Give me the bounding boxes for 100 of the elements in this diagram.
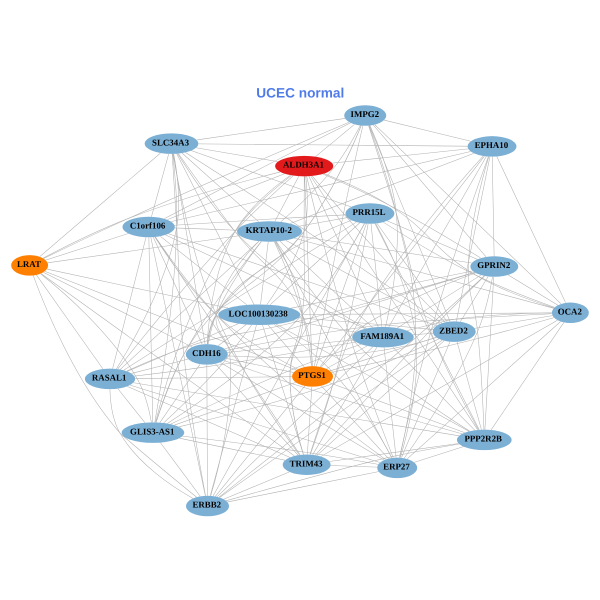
connector [47, 234, 240, 263]
connector [117, 174, 294, 369]
connector [274, 324, 392, 458]
connector [156, 240, 262, 422]
connector [330, 336, 437, 371]
connector [40, 272, 295, 456]
connector [386, 220, 478, 259]
connector [156, 124, 362, 422]
node-ellipse: GLIS3-AS1 [122, 422, 184, 442]
connector [315, 275, 485, 455]
connector [133, 382, 460, 436]
connector [290, 270, 473, 308]
connector [316, 340, 444, 456]
connector [399, 156, 489, 458]
connector [274, 240, 392, 458]
node-ellipse: OCA2 [552, 302, 589, 323]
connector [167, 222, 365, 424]
connector [172, 153, 206, 496]
connector [308, 175, 379, 327]
connector [414, 446, 464, 462]
connector [226, 443, 460, 501]
connector [177, 152, 367, 328]
node-ellipse: IMPG2 [344, 104, 386, 126]
connector [460, 276, 488, 322]
connector [226, 358, 294, 372]
connector [370, 223, 382, 326]
connector [174, 227, 238, 230]
connector [179, 437, 286, 460]
node-ellipse: LRAT [11, 254, 48, 276]
connector [375, 222, 418, 458]
connector [492, 156, 494, 256]
connector [210, 324, 257, 496]
connector [368, 124, 416, 458]
connector [220, 362, 384, 460]
connector [322, 173, 481, 258]
connector [226, 312, 552, 350]
connector [164, 122, 351, 218]
connector [298, 235, 472, 263]
connector [274, 240, 312, 366]
connector [330, 464, 378, 467]
node-ellipse: RASAL1 [84, 368, 136, 389]
connector [42, 171, 281, 258]
connector [170, 150, 471, 222]
connector [182, 435, 379, 464]
connector [40, 152, 161, 256]
connector [280, 124, 361, 222]
connector [116, 153, 179, 369]
connector [165, 234, 366, 329]
connector [383, 221, 555, 308]
connector [174, 214, 346, 225]
connector [321, 385, 389, 458]
connector [118, 388, 146, 422]
connector [155, 236, 386, 460]
connector [134, 376, 292, 378]
connector [196, 118, 346, 140]
connector [304, 176, 312, 366]
connector [32, 274, 197, 497]
connector [191, 150, 352, 207]
connector [216, 346, 374, 496]
node-ellipse: ZBED2 [432, 320, 476, 342]
connector [404, 276, 493, 458]
connector [412, 332, 434, 335]
node-ellipse: PRR15L [346, 202, 394, 224]
node-ellipse: ALDH3A1 [275, 155, 334, 176]
connector [227, 339, 354, 352]
connector [112, 236, 146, 368]
connector [210, 240, 260, 496]
connector [373, 124, 486, 257]
connector [131, 358, 188, 374]
connector [328, 382, 465, 432]
connector [215, 363, 298, 455]
connector [388, 156, 487, 327]
connector [226, 470, 379, 502]
connector [174, 382, 296, 425]
connector [331, 316, 554, 372]
connector [130, 384, 380, 462]
connector [315, 124, 355, 156]
node-ellipse: PPP2R2B [456, 429, 512, 450]
connector [218, 324, 247, 346]
connector [310, 155, 484, 454]
connector [312, 175, 445, 322]
connector [329, 442, 459, 462]
connector [307, 386, 312, 454]
connector [270, 222, 360, 305]
connector [43, 272, 192, 347]
connector [148, 236, 153, 422]
connector [208, 240, 262, 344]
connector [178, 338, 440, 427]
connector [176, 152, 254, 304]
connector [110, 388, 194, 498]
connector [223, 471, 290, 500]
connector [374, 223, 480, 430]
connector [206, 364, 208, 496]
connector [376, 222, 448, 322]
node-ellipse: TRIM43 [282, 454, 331, 474]
connector [219, 339, 442, 498]
connector [120, 240, 260, 370]
connector [298, 317, 434, 330]
connector [369, 124, 450, 322]
connector [163, 324, 252, 423]
